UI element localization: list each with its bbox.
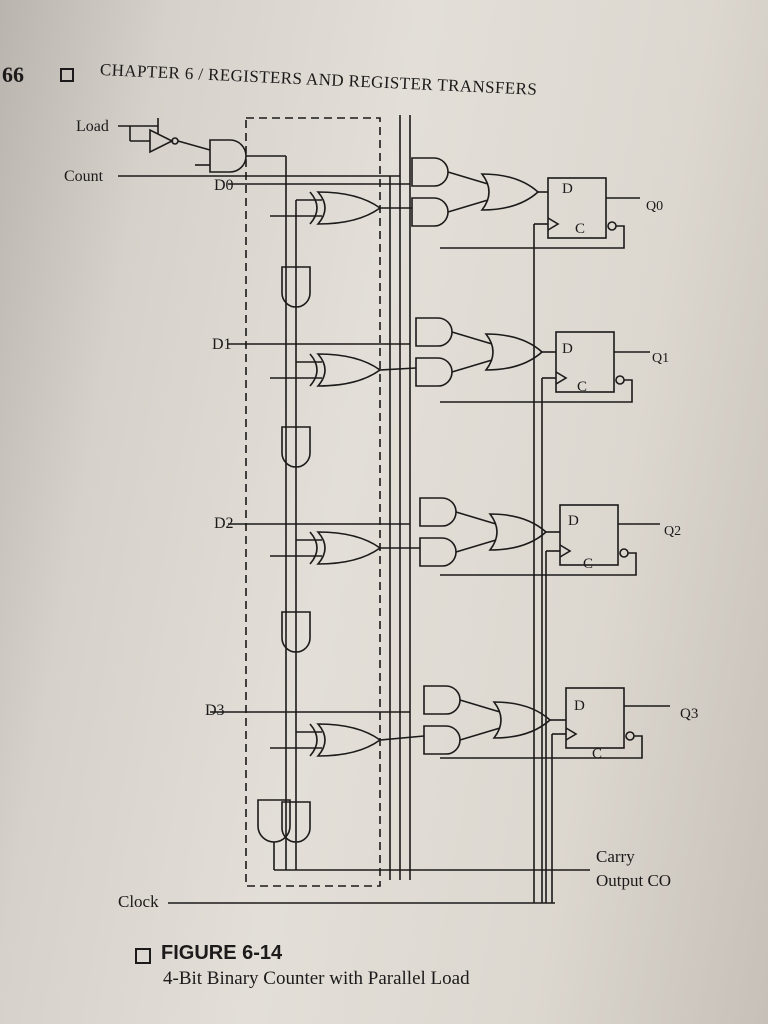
ff0-d-label: D — [562, 181, 573, 197]
load-input-label: Load — [76, 118, 109, 135]
ff2-c-label: C — [583, 556, 593, 572]
or-gate-0 — [480, 173, 540, 211]
mux-and-gate-bottom-1 — [415, 357, 453, 387]
carry-output-label-line2: Output CO — [596, 871, 671, 890]
xor-gate-0 — [316, 191, 382, 225]
output-label-q1: Q1 — [652, 351, 669, 366]
mux-and-gate-top-0 — [411, 157, 449, 187]
mux-and-gate-bottom-3 — [423, 725, 461, 755]
d-flip-flop-1 — [555, 331, 615, 393]
page-header: 66 CHAPTER 6 / REGISTERS AND REGISTER TR… — [0, 52, 768, 99]
page-number: 66 — [2, 62, 24, 87]
carry-output-label-line1: Carry — [596, 847, 635, 866]
ff0-c-label: C — [575, 221, 585, 237]
mux-and-gate-bottom-0 — [411, 197, 449, 227]
mux-and-gate-top-2 — [419, 497, 457, 527]
output-label-q2: Q2 — [664, 524, 681, 539]
mux-and-gate-bottom-2 — [419, 537, 457, 567]
count-input-label: Count — [64, 168, 104, 185]
carry-and-gate-0 — [281, 266, 311, 308]
d-flip-flop-2 — [559, 504, 619, 566]
mux-and-gate-top-3 — [423, 685, 461, 715]
ff2-d-label: D — [568, 513, 579, 529]
carry-and-gate-2 — [281, 611, 311, 653]
carry-and-gate-1 — [281, 426, 311, 468]
output-label-q3: Q3 — [680, 706, 698, 722]
or-gate-3 — [492, 701, 552, 739]
data-input-label-d3: D3 — [205, 702, 225, 719]
or-gate-1 — [484, 333, 544, 371]
ff1-d-label: D — [562, 341, 573, 357]
figure-title: FIGURE 6-14 — [161, 942, 283, 964]
mux-and-gate-top-1 — [415, 317, 453, 347]
d-flip-flop-3 — [565, 687, 625, 749]
ff3-d-label: D — [574, 698, 585, 714]
or-gate-2 — [488, 513, 548, 551]
data-input-label-d2: D2 — [214, 515, 234, 532]
xor-gate-2 — [316, 531, 382, 565]
data-input-label-d0: D0 — [214, 177, 234, 194]
xor-gate-1 — [316, 353, 382, 387]
clock-input-label: Clock — [118, 892, 159, 911]
ff3-c-label: C — [592, 746, 602, 762]
d-flip-flop-0 — [547, 177, 607, 239]
figure-description: 4-Bit Binary Counter with Parallel Load — [163, 968, 470, 989]
square-bullet-icon — [60, 68, 74, 82]
final-carry-and-gate — [257, 799, 291, 843]
xor-gate-3 — [316, 723, 382, 757]
output-label-q0: Q0 — [646, 199, 663, 214]
data-input-label-d1: D1 — [212, 336, 232, 353]
ff1-c-label: C — [577, 379, 587, 395]
carry-and-gate-3 — [281, 801, 311, 843]
square-bullet-icon — [135, 948, 151, 964]
